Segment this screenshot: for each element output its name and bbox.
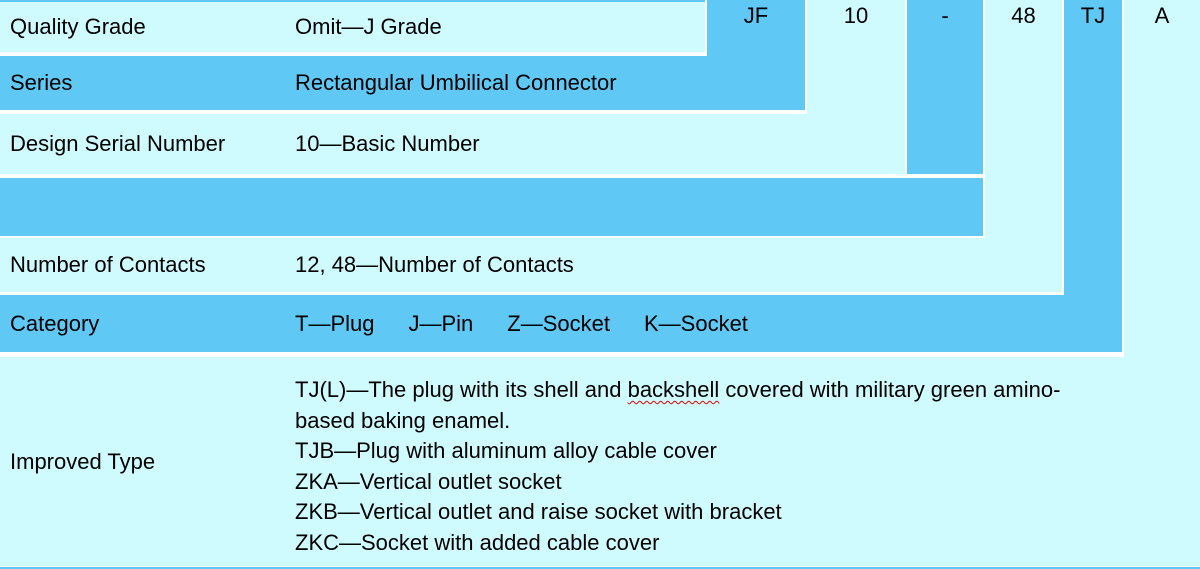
improved-type-line-4: ZKA—Vertical outlet socket xyxy=(295,468,562,494)
row-number-of-contacts: Number of Contacts 12, 48—Number of Cont… xyxy=(0,238,1062,292)
code-segment-a: A xyxy=(1154,3,1170,28)
category-label: Category xyxy=(10,310,100,336)
category-item-k-socket: K—Socket xyxy=(643,310,748,336)
code-segment-10: 10 xyxy=(843,3,869,28)
design-serial-number-label: Design Serial Number xyxy=(10,131,226,156)
category-item-z-socket: Z—Socket xyxy=(507,310,610,336)
misspelled-word: backshell xyxy=(627,377,720,402)
code-segment-48: 48 xyxy=(1011,3,1036,28)
improved-type-line-5: ZKB—Vertical outlet and raise socket wit… xyxy=(295,499,782,524)
series-description: Rectangular Umbilical Connector xyxy=(295,70,617,95)
category-item-pin: J—Pin xyxy=(408,310,474,336)
code-segment-dash: - xyxy=(941,3,949,28)
row-category: Category T—Plug J—Pin Z—Socket K—Socket xyxy=(0,295,1122,352)
series-label: Series xyxy=(10,70,73,95)
improved-type-line-1-prefix: TJ(L)—The plug with its shell and xyxy=(295,377,628,402)
row-improved-type: Improved Type TJ(L)—The plug with its sh… xyxy=(0,357,1200,566)
row-design-serial-number: Design Serial Number 10—Basic Number xyxy=(0,114,905,174)
number-of-contacts-label: Number of Contacts xyxy=(10,252,206,277)
improved-type-line-6: ZKC—Socket with added cable cover xyxy=(295,529,660,555)
improved-type-description: TJ(L)—The plug with its shell and backsh… xyxy=(295,357,1060,566)
improved-type-line-3: TJB—Plug with aluminum alloy cable cover xyxy=(295,438,717,463)
row-quality-grade: Quality Grade Omit—J Grade xyxy=(0,2,705,52)
row-series: Series Rectangular Umbilical Connector xyxy=(0,56,805,110)
code-segment-tj: TJ xyxy=(1080,3,1106,28)
improved-type-label: Improved Type xyxy=(10,448,156,474)
table-bottom-border xyxy=(0,567,1200,569)
design-serial-number-description: 10—Basic Number xyxy=(295,131,480,156)
table-top-border xyxy=(0,0,705,2)
row-dash-separator xyxy=(0,178,983,236)
code-segment-jf: JF xyxy=(743,3,769,28)
number-of-contacts-description: 12, 48—Number of Contacts xyxy=(295,252,574,277)
category-description: T—Plug J—Pin Z—Socket K—Socket xyxy=(295,311,748,337)
category-item-plug: T—Plug xyxy=(295,310,375,336)
code-band-tj: TJ xyxy=(1064,0,1122,352)
code-band-a: A xyxy=(1124,0,1200,358)
improved-type-line-1: TJ(L)—The plug with its shell and backsh… xyxy=(295,375,1060,406)
code-band-dash: - xyxy=(907,0,983,174)
quality-grade-label: Quality Grade xyxy=(10,14,146,39)
improved-type-line-1-suffix: covered with military green amino- xyxy=(719,377,1061,402)
quality-grade-description: Omit—J Grade xyxy=(295,14,442,39)
improved-type-line-2: based baking enamel. xyxy=(295,407,511,433)
